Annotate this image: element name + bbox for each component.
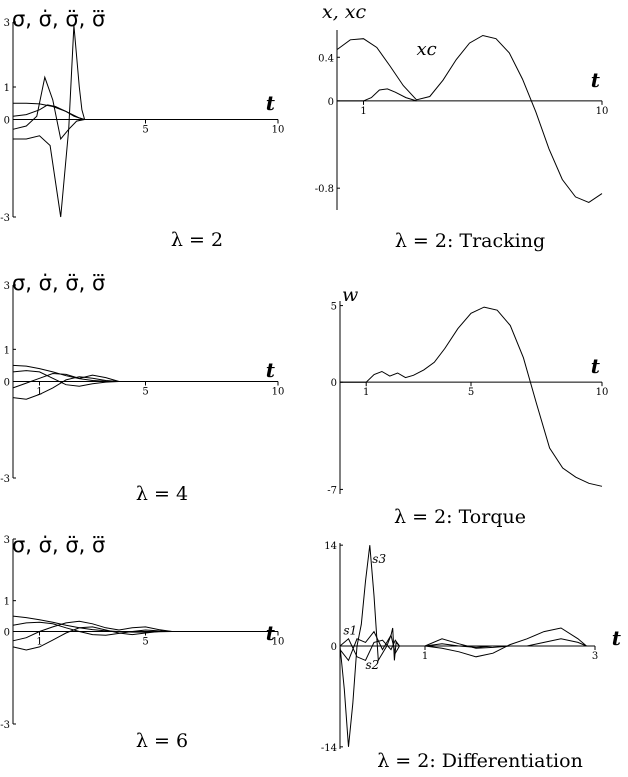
panel-caption: λ = 2: Torque — [394, 506, 526, 528]
y-tick-label: 14 — [324, 541, 337, 552]
y-tick-label: 1 — [4, 345, 10, 356]
series-line-1 — [340, 306, 603, 487]
y-tick-label: 3 — [4, 535, 10, 546]
y-tick-label: -0.8 — [315, 184, 334, 195]
y-axis-label: w — [342, 284, 358, 306]
y-axis-label: x, xc — [322, 1, 367, 23]
series-line-1 — [336, 34, 603, 203]
series-line-4 — [13, 25, 86, 218]
y-tick-label: 0 — [328, 97, 334, 108]
x-tick-label: 1 — [36, 387, 42, 398]
x-tick-label: 10 — [272, 387, 285, 398]
panel-caption: λ = 2: Tracking — [395, 230, 545, 252]
series-line-2 — [337, 88, 417, 102]
series-line-2 — [12, 104, 85, 120]
series-line-4 — [12, 626, 172, 651]
x-axis-label: t — [266, 621, 276, 645]
y-tick-label: 3 — [4, 281, 10, 292]
y-axis-label: σ, σ̇, σ̈, σ⃛ — [12, 533, 105, 557]
series-line-2 — [12, 621, 173, 636]
x-tick-label: 1 — [363, 387, 369, 398]
series-line-2 — [12, 370, 120, 387]
y-tick-label: 1 — [4, 83, 10, 94]
x-axis-label: t — [591, 354, 601, 378]
x-tick-label: 10 — [596, 387, 609, 398]
panel-caption: λ = 2 — [171, 229, 223, 251]
x-axis-label: t — [266, 91, 276, 115]
chart-panel-4: 5 0 -7 1 5 10 t w λ = 2: Torque — [327, 284, 608, 528]
chart-panel-6: 14 0 -14 1 3 t s3 s1 s2 λ = 2: Differentiation — [321, 541, 622, 772]
series-line-3 — [12, 75, 85, 141]
chart-panel-2: 0.4 0 -0.8 1 10 t x, xc xc λ = 2: Tracking — [315, 1, 609, 252]
y-tick-label: -3 — [0, 213, 10, 224]
x-tick-label: 5 — [142, 387, 148, 398]
series-line-3 — [12, 372, 120, 389]
x-tick-label: 1 — [36, 637, 42, 648]
y-tick-label: 0 — [331, 378, 337, 389]
series-line-1 — [12, 615, 173, 633]
annotation-label: s1 — [343, 623, 357, 637]
y-tick-label: 0 — [4, 378, 10, 389]
annotation-label: s2 — [366, 658, 380, 672]
x-axis-label: t — [612, 626, 622, 650]
x-tick-label: 5 — [142, 637, 148, 648]
y-tick-label: 1 — [4, 597, 10, 608]
x-axis-label: t — [266, 358, 276, 382]
y-tick-label: -3 — [0, 720, 10, 731]
y-tick-label: -3 — [0, 474, 10, 485]
x-tick-label: 5 — [142, 125, 148, 136]
x-tick-label: 3 — [592, 651, 598, 662]
x-tick-label: 10 — [596, 106, 609, 117]
annotation-label: xc — [417, 39, 437, 60]
series-line-1 — [339, 545, 587, 747]
annotation-label: s3 — [372, 552, 386, 566]
x-axis-label: t — [591, 68, 601, 92]
y-tick-label: 0 — [4, 628, 10, 639]
x-tick-label: 1 — [360, 106, 366, 117]
y-axis-label: σ, σ̇, σ̈, σ⃛ — [12, 271, 105, 295]
series-line-1 — [12, 364, 120, 382]
y-axis-label: σ, σ̇, σ̈, σ⃛ — [12, 7, 105, 31]
x-tick-label: 5 — [468, 387, 474, 398]
series-line-3 — [12, 620, 173, 642]
y-tick-label: -14 — [321, 743, 337, 754]
y-tick-label: 5 — [331, 302, 337, 313]
y-tick-label: 0.4 — [318, 53, 334, 64]
series-line-4 — [12, 376, 120, 400]
y-tick-label: 0 — [4, 116, 10, 127]
series-line-3 — [339, 627, 587, 662]
y-tick-label: 0 — [331, 642, 337, 653]
panel-caption: λ = 4 — [136, 483, 188, 505]
panel-caption: λ = 6 — [136, 730, 188, 752]
x-tick-label: 10 — [272, 125, 285, 136]
panel-caption: λ = 2: Differentiation — [377, 750, 583, 772]
y-tick-label: -7 — [327, 485, 337, 496]
x-tick-label: 10 — [272, 637, 285, 648]
y-tick-label: 3 — [4, 18, 10, 29]
x-tick-label: 1 — [422, 651, 428, 662]
